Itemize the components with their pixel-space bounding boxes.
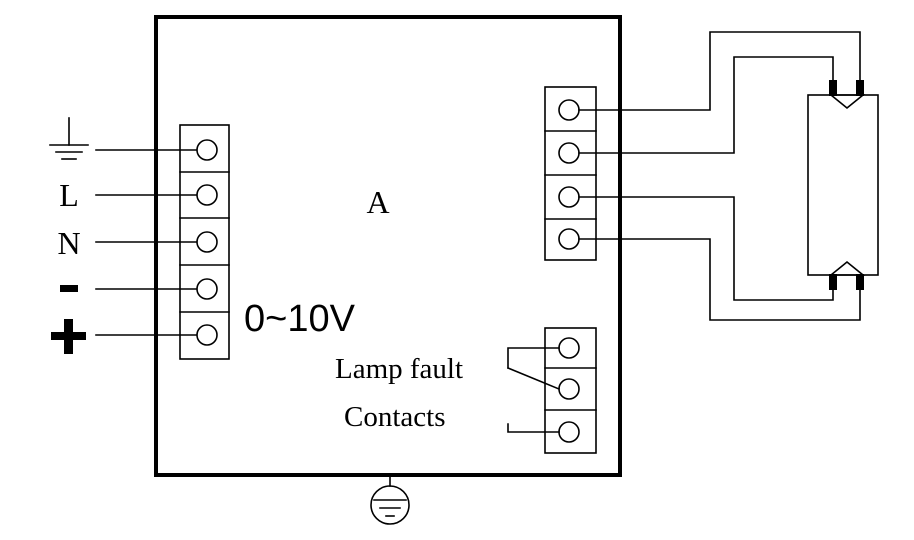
terminal-minus [196,278,218,300]
lamp-pins [829,80,864,290]
fluorescent-lamp [807,94,879,276]
fault-label-line2: Contacts [344,401,446,433]
plus-symbol [51,319,86,354]
earth-ground-icon [49,117,89,160]
terminal-ground [196,139,218,161]
fault-contact-terminal-block [544,327,597,454]
input-terminal-block [179,124,230,360]
plus-label: + [0,0,1,1]
terminal-neutral [196,231,218,253]
input-wires [95,149,197,336]
minus-label: - [0,0,1,1]
dimming-label: 0~10V [244,298,356,340]
terminal-line [196,184,218,206]
terminal-plus [196,324,218,346]
neutral-label: N [57,225,80,261]
protective-earth-icon [370,474,410,525]
minus-symbol [60,285,78,292]
fault-label-line1: Lamp fault [335,353,463,385]
lamp-wires [578,31,861,321]
ballast-box [154,15,622,477]
ballast-label: A [366,184,389,220]
line-label: L [59,177,79,213]
fault-contact-switch [506,347,561,433]
output-terminal-block [544,86,597,261]
